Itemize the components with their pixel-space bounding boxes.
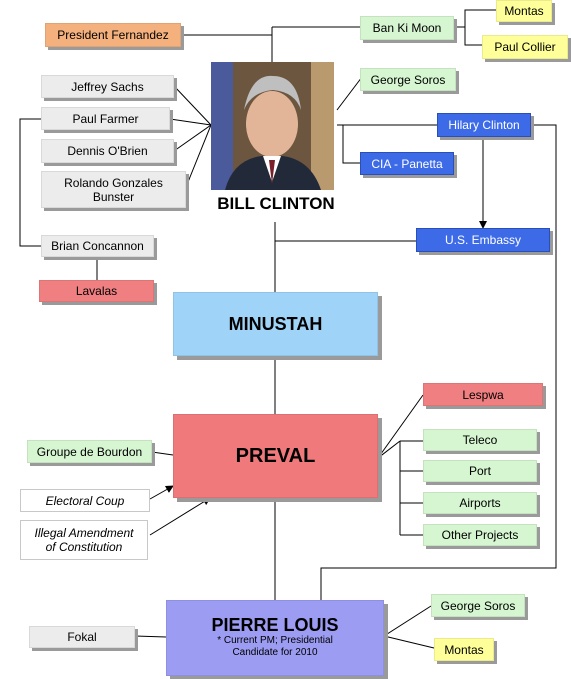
preval-box: PREVAL <box>173 414 378 498</box>
paul-collier-box: Paul Collier <box>482 35 568 59</box>
george-soros-bottom-box: George Soros <box>431 594 525 617</box>
bill-clinton-label: BILL CLINTON <box>217 194 335 213</box>
us-embassy-box: U.S. Embassy <box>416 228 550 252</box>
electoral-coup-box: Electoral Coup <box>20 489 150 512</box>
cia-panetta-box: CIA - Panetta <box>360 152 454 175</box>
montas-bottom-box: Montas <box>434 638 494 661</box>
pierre-louis-box: PIERRE LOUIS * Current PM; Presidential … <box>166 600 384 676</box>
teleco-box: Teleco <box>423 429 537 451</box>
george-soros-top-box: George Soros <box>360 68 456 91</box>
other-projects-box: Other Projects <box>423 524 537 546</box>
brian-concannon-box: Brian Concannon <box>41 235 154 257</box>
lavalas-box: Lavalas <box>39 280 154 302</box>
port-box: Port <box>423 460 537 482</box>
paul-farmer-box: Paul Farmer <box>41 107 170 130</box>
montas-top-box: Montas <box>496 0 552 22</box>
airports-box: Airports <box>423 492 537 514</box>
groupe-de-bourdon-box: Groupe de Bourdon <box>27 440 152 463</box>
minustah-box: MINUSTAH <box>173 292 378 356</box>
pierre-louis-note: * Current PM; Presidential Candidate for… <box>217 634 333 658</box>
illegal-amendment-box: Illegal Amendment of Constitution <box>20 520 148 560</box>
fokal-box: Fokal <box>29 626 135 648</box>
ban-ki-moon-box: Ban Ki Moon <box>360 16 454 40</box>
president-fernandez-box: President Fernandez <box>45 23 181 47</box>
jeffrey-sachs-box: Jeffrey Sachs <box>41 75 174 98</box>
lespwa-box: Lespwa <box>423 383 543 406</box>
hilary-clinton-box: Hilary Clinton <box>437 113 531 137</box>
bill-clinton-portrait <box>211 62 334 190</box>
pierre-louis-title: PIERRE LOUIS <box>211 614 339 635</box>
rolando-gonzales-bunster-box: Rolando Gonzales Bunster <box>41 171 186 208</box>
dennis-obrien-box: Dennis O'Brien <box>41 139 174 163</box>
